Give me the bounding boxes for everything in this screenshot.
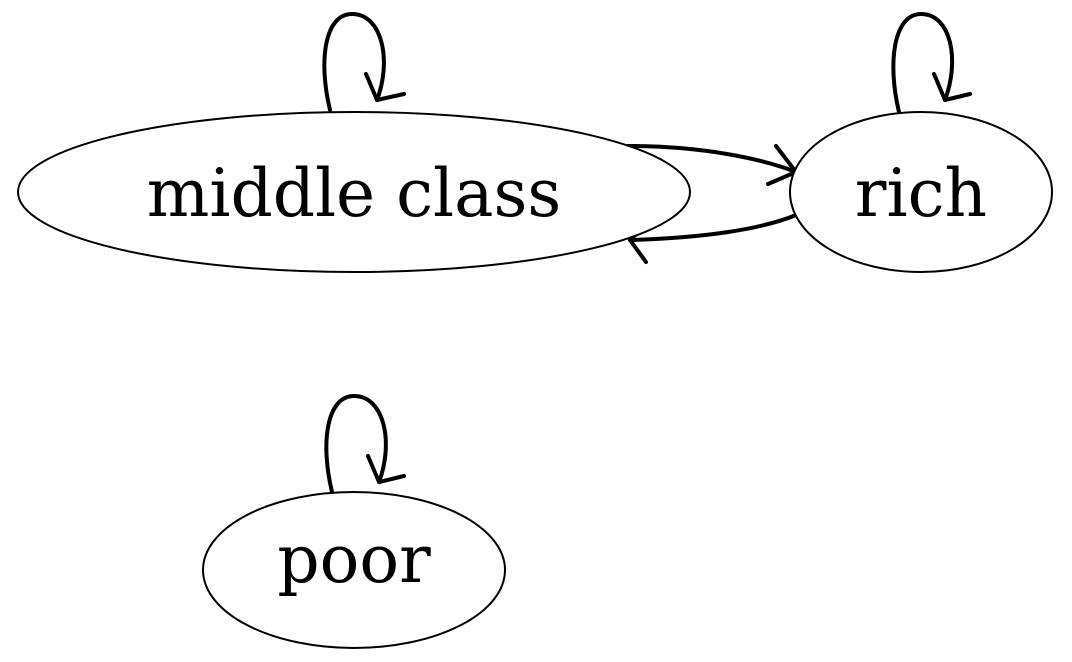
edge-middle-class-to-rich [626, 144, 798, 174]
node-poor-label: poor [277, 521, 431, 598]
edge-rich-self-loop [891, 12, 954, 114]
node-poor: poor [202, 491, 506, 649]
node-rich-label: rich [855, 155, 987, 232]
edge-middle-class-self-loop [322, 12, 386, 112]
node-middle-class: middle class [17, 111, 691, 273]
node-middle-class-ellipse [17, 111, 691, 273]
node-rich-ellipse [789, 111, 1053, 273]
edge-rich-to-middle-class [628, 213, 798, 242]
edge-poor-self-loop [324, 394, 388, 494]
node-rich: rich [789, 111, 1053, 273]
arrowhead-poor-self-loop [366, 454, 406, 484]
node-poor-ellipse [202, 491, 506, 649]
node-middle-class-label: middle class [147, 155, 562, 232]
edges [322, 12, 972, 494]
arrowhead-middle-class-self-loop [364, 72, 406, 102]
arrowhead-rich-self-loop [932, 72, 972, 102]
